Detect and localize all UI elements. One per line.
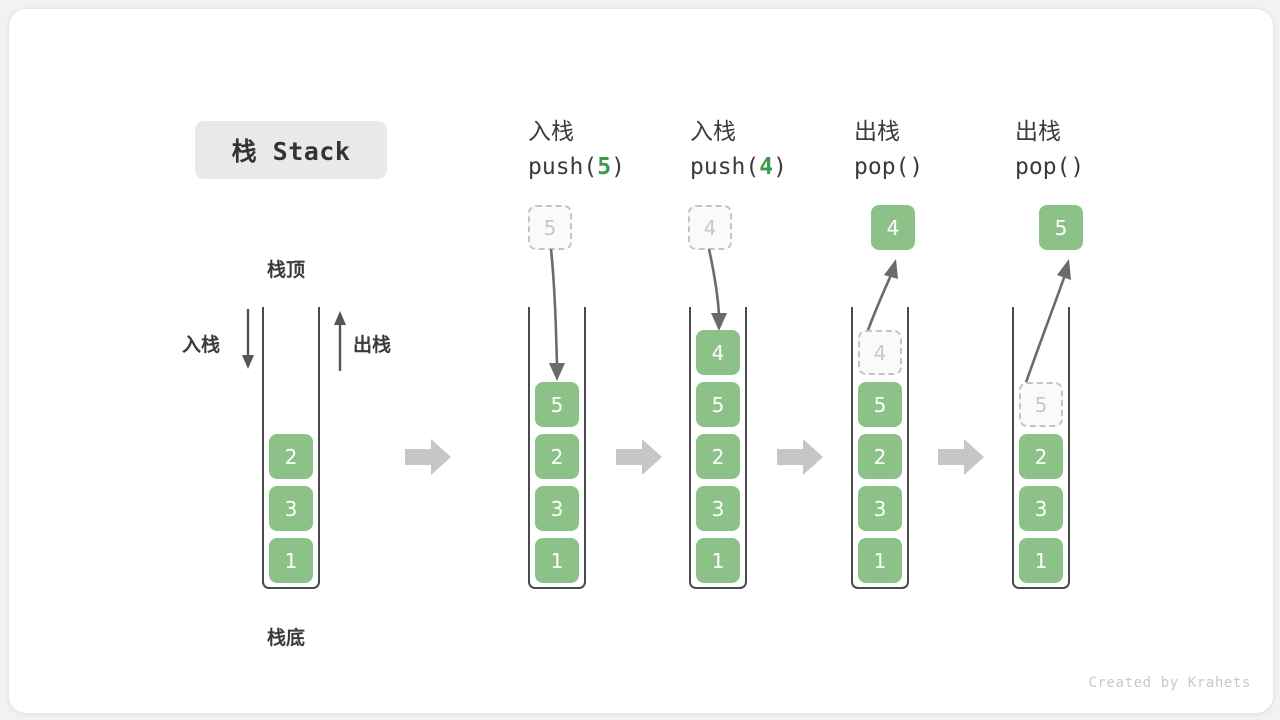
stack-cell: 5 <box>535 382 579 427</box>
stack-cell: 1 <box>1019 538 1063 583</box>
stack-cell: 4 <box>858 330 902 375</box>
stack-cell: 1 <box>269 538 313 583</box>
code-arg: 5 <box>597 154 612 180</box>
push-direction-arrow <box>242 309 254 369</box>
stack-cell: 3 <box>858 486 902 531</box>
transition-arrow-icon <box>616 439 662 475</box>
watermark-credit: Created by Krahets <box>1088 675 1251 691</box>
step-header-pop-4: 出栈 pop() <box>854 115 1024 185</box>
stack-cells-initial: 2 3 1 <box>269 434 313 583</box>
transition-arrow-icon <box>405 439 451 475</box>
incoming-element-ghost: 5 <box>528 205 572 250</box>
outgoing-element: 5 <box>1039 205 1083 250</box>
push-label: 入栈 <box>182 334 221 356</box>
step-header-pop-5: 出栈 pop() <box>1015 115 1185 185</box>
code-suffix: ) <box>611 154 625 180</box>
pop-label: 出栈 <box>353 334 392 356</box>
code-suffix: ) <box>1070 154 1085 180</box>
stack-cell: 2 <box>535 434 579 479</box>
stack-cells-push-4: 4 5 2 3 1 <box>696 330 740 583</box>
step-op-code: push(4) <box>690 149 860 185</box>
step-op-code: pop() <box>1015 149 1185 185</box>
stack-cell: 1 <box>696 538 740 583</box>
code-prefix: push( <box>690 154 760 180</box>
stack-cells-push-5: 5 2 3 1 <box>535 382 579 583</box>
stack-cell: 3 <box>696 486 740 531</box>
outgoing-element: 4 <box>871 205 915 250</box>
transition-arrow-icon <box>777 439 823 475</box>
stack-cell: 1 <box>858 538 902 583</box>
diagram-title-chip: 栈 Stack <box>195 121 387 179</box>
push-flow-arrow <box>549 248 565 381</box>
stack-cells-pop-5: 5 2 3 1 <box>1019 382 1063 583</box>
stack-container-push-5 <box>528 307 586 589</box>
step-op-code: push(5) <box>528 149 698 185</box>
step-op-cn: 出栈 <box>1015 119 1061 145</box>
step-op-cn: 入栈 <box>690 119 736 145</box>
stack-bottom-label: 栈底 <box>267 627 306 649</box>
stack-cell: 3 <box>1019 486 1063 531</box>
stack-cell: 2 <box>269 434 313 479</box>
code-prefix: pop( <box>1015 154 1071 180</box>
stack-cell: 5 <box>1019 382 1063 427</box>
diagram-card: 栈 Stack 栈顶 入栈 出栈 2 3 1 栈底 入栈 push(5) 5 <box>8 8 1274 714</box>
stack-cell: 4 <box>696 330 740 375</box>
step-op-cn: 入栈 <box>528 119 574 145</box>
stack-cell: 3 <box>535 486 579 531</box>
stack-cell: 2 <box>696 434 740 479</box>
code-suffix: ) <box>773 154 787 180</box>
stack-cell: 2 <box>1019 434 1063 479</box>
code-arg: 4 <box>759 154 774 180</box>
stack-cell: 5 <box>696 382 740 427</box>
step-op-code: pop() <box>854 149 1024 185</box>
pop-direction-arrow <box>334 311 346 371</box>
stack-cell: 5 <box>858 382 902 427</box>
transition-arrow-icon <box>938 439 984 475</box>
stack-container-initial <box>262 307 320 589</box>
push-flow-arrow <box>707 248 727 331</box>
incoming-element-ghost: 4 <box>688 205 732 250</box>
step-header-push-4: 入栈 push(4) <box>690 115 860 185</box>
code-suffix: ) <box>909 154 924 180</box>
stack-cells-pop-4: 4 5 2 3 1 <box>858 330 902 583</box>
stack-cell: 1 <box>535 538 579 583</box>
stack-cell: 2 <box>858 434 902 479</box>
code-prefix: pop( <box>854 154 910 180</box>
stack-container-push-4 <box>689 307 747 589</box>
stack-container-pop-5 <box>1012 307 1070 589</box>
step-header-push-5: 入栈 push(5) <box>528 115 698 185</box>
code-prefix: push( <box>528 154 598 180</box>
stack-top-label: 栈顶 <box>267 259 306 281</box>
stack-cell: 3 <box>269 486 313 531</box>
step-op-cn: 出栈 <box>854 119 900 145</box>
stack-container-pop-4 <box>851 307 909 589</box>
